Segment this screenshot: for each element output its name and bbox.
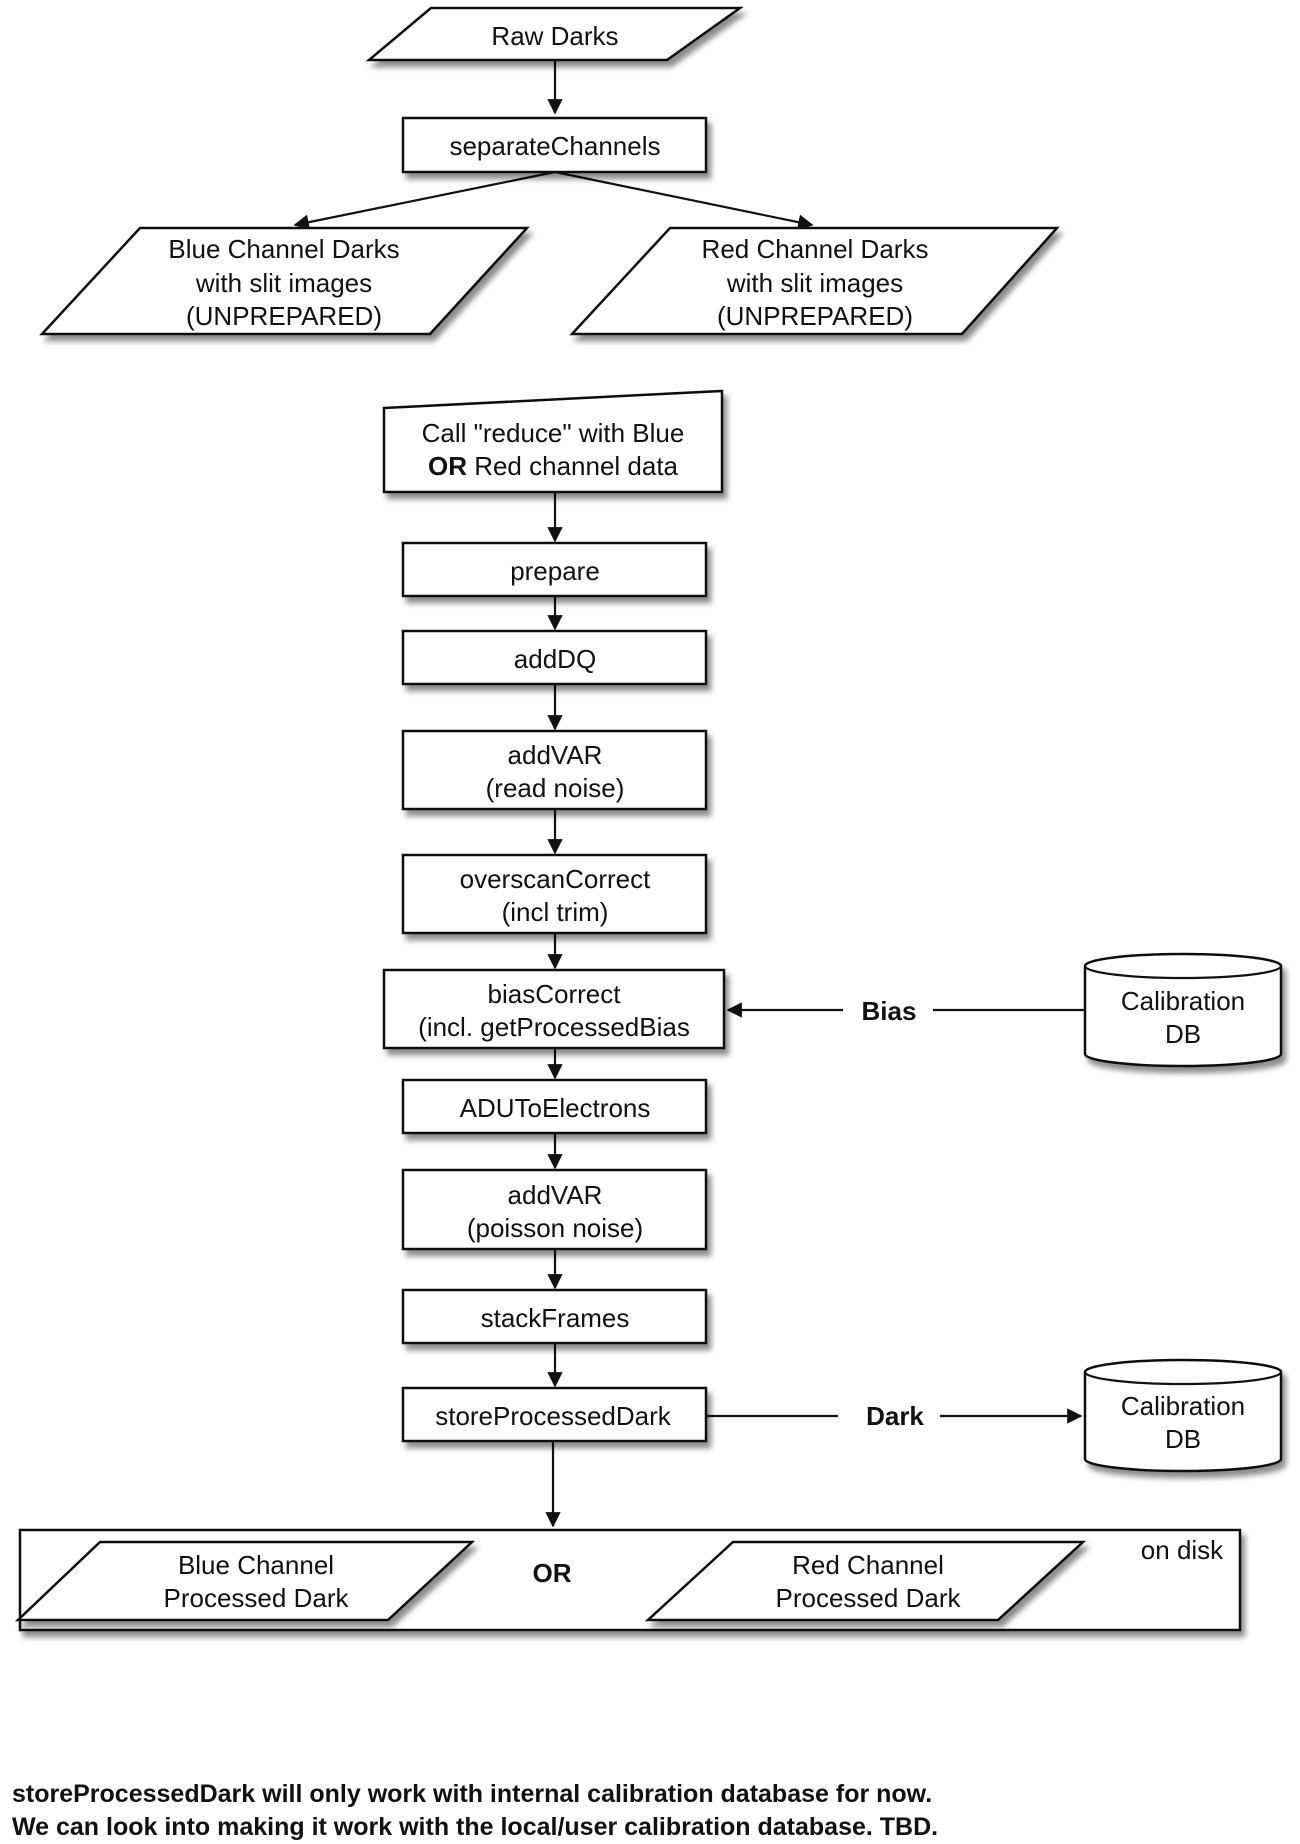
blue-darks-line-3: (UNPREPARED) xyxy=(186,301,382,331)
node-calibration-db-dark: Calibration DB xyxy=(1083,1358,1283,1473)
stack-frames-label: stackFrames xyxy=(481,1303,630,1333)
node-adu-to-electrons: ADUToElectrons xyxy=(401,1078,708,1135)
calibration-db-dark-line-1: Calibration xyxy=(1121,1391,1245,1421)
raw-darks-label: Raw Darks xyxy=(491,21,618,51)
calibration-db-dark-line-2: DB xyxy=(1165,1424,1201,1454)
add-dq-label: addDQ xyxy=(514,644,596,674)
overscan-line-2: (incl trim) xyxy=(502,897,609,927)
red-darks-line-1: Red Channel Darks xyxy=(702,234,929,264)
red-darks-line-2: with slit images xyxy=(726,268,903,298)
blue-darks-line-2: with slit images xyxy=(195,268,372,298)
calibration-db-bias-line-1: Calibration xyxy=(1121,986,1245,1016)
node-blue-processed-dark: Blue Channel Processed Dark xyxy=(14,1540,476,1622)
call-reduce-line-1: Call "reduce" with Blue xyxy=(422,418,685,448)
on-disk-label: on disk xyxy=(1141,1535,1224,1565)
add-var-poisson-line-2: (poisson noise) xyxy=(467,1213,643,1243)
node-calibration-db-bias: Calibration DB xyxy=(1083,952,1283,1068)
node-store-processed-dark: storeProcessedDark xyxy=(401,1386,708,1443)
footnote: storeProcessedDark will only work with i… xyxy=(12,1778,1292,1844)
edge-separate-to-red xyxy=(554,170,814,230)
node-blue-channel-darks: Blue Channel Darks with slit images (UNP… xyxy=(39,226,530,336)
blue-processed-line-1: Blue Channel xyxy=(178,1550,334,1580)
adu-to-electrons-label: ADUToElectrons xyxy=(460,1093,651,1123)
node-red-processed-dark: Red Channel Processed Dark xyxy=(644,1540,1087,1622)
dark-edge-label: Dark xyxy=(866,1401,924,1431)
node-add-var-poisson-noise: addVAR (poisson noise) xyxy=(401,1168,708,1251)
add-var-poisson-line-1: addVAR xyxy=(508,1180,603,1210)
node-stack-frames: stackFrames xyxy=(401,1288,708,1345)
node-add-dq: addDQ xyxy=(401,629,708,686)
call-reduce-line-2-rest: Red channel data xyxy=(467,451,679,481)
separate-channels-label: separateChannels xyxy=(449,131,660,161)
output-or-label: OR xyxy=(533,1558,572,1588)
bias-correct-line-1: biasCorrect xyxy=(488,979,622,1009)
node-separate-channels: separateChannels xyxy=(401,116,708,174)
overscan-line-1: overscanCorrect xyxy=(460,864,652,894)
blue-darks-line-1: Blue Channel Darks xyxy=(168,234,399,264)
red-processed-line-1: Red Channel xyxy=(792,1550,944,1580)
edge-separate-to-blue xyxy=(293,170,556,230)
call-reduce-or: OR xyxy=(428,451,467,481)
node-prepare: prepare xyxy=(401,541,708,598)
connectors xyxy=(293,60,1085,1528)
node-add-var-read-noise: addVAR (read noise) xyxy=(401,729,708,811)
node-red-channel-darks: Red Channel Darks with slit images (UNPR… xyxy=(569,226,1060,336)
bias-correct-line-2: (incl. getProcessedBias xyxy=(418,1012,690,1042)
bias-edge-label: Bias xyxy=(862,996,917,1026)
node-raw-darks: Raw Darks xyxy=(365,6,744,62)
add-var-read-line-2: (read noise) xyxy=(486,773,625,803)
store-processed-dark-label: storeProcessedDark xyxy=(435,1401,672,1431)
prepare-label: prepare xyxy=(510,556,600,586)
footnote-line-2: We can look into making it work with the… xyxy=(12,1813,939,1841)
node-overscan-correct: overscanCorrect (incl trim) xyxy=(401,853,708,935)
calibration-db-bias-line-2: DB xyxy=(1165,1019,1201,1049)
call-reduce-line-2: OR Red channel data xyxy=(428,451,679,481)
red-processed-line-2: Processed Dark xyxy=(776,1583,962,1613)
footnote-line-1: storeProcessedDark will only work with i… xyxy=(12,1780,933,1808)
add-var-read-line-1: addVAR xyxy=(508,740,603,770)
blue-processed-line-2: Processed Dark xyxy=(164,1583,350,1613)
node-call-reduce: Call "reduce" with Blue OR Red channel d… xyxy=(382,389,724,494)
red-darks-line-3: (UNPREPARED) xyxy=(717,301,913,331)
node-bias-correct: biasCorrect (incl. getProcessedBias xyxy=(382,968,726,1050)
